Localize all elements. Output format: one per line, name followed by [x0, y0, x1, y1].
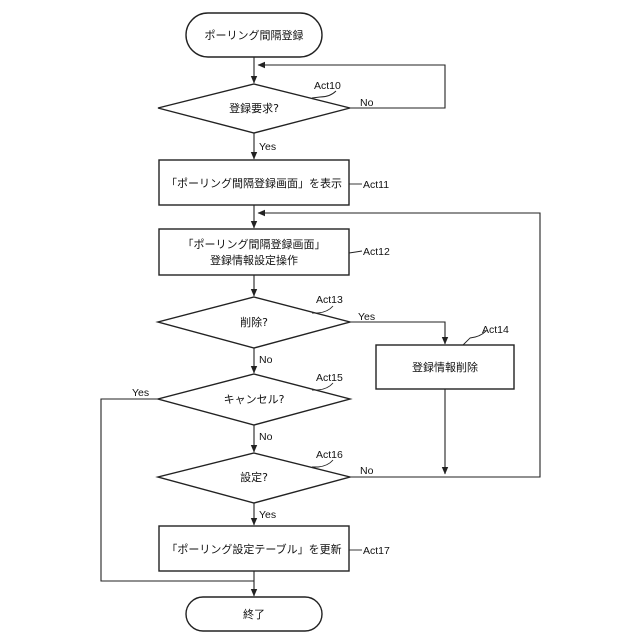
act13-label: 削除? [240, 315, 268, 329]
act15-yes-label: Yes [132, 387, 149, 399]
act11-step-label: Act11 [363, 179, 389, 191]
act10-leader [312, 91, 336, 98]
act11-label: 「ポーリング間隔登録画面」を表示 [166, 176, 342, 190]
start-label: ポーリング間隔登録 [205, 28, 304, 42]
act15-step-label: Act15 [316, 372, 343, 384]
act13-yes-label: Yes [358, 311, 375, 323]
act12-process [159, 229, 349, 275]
act12-label-line1: 「ポーリング間隔登録画面」 [183, 237, 326, 251]
act15-no-label: No [259, 431, 273, 443]
act14-step-label: Act14 [482, 324, 509, 336]
act15-leader [312, 383, 333, 390]
act12-label-line2: 登録情報設定操作 [210, 253, 298, 267]
act16-leader [312, 460, 333, 467]
act15-label: キャンセル? [224, 393, 285, 406]
act12-step-label: Act12 [363, 246, 390, 258]
act16-no-label: No [360, 465, 374, 477]
act17-label: 「ポーリング設定テーブル」を更新 [166, 542, 341, 556]
act13-no-label: No [259, 354, 273, 366]
act10-yes-label: Yes [259, 141, 276, 153]
act16-yes-label: Yes [259, 509, 276, 521]
act16-label: 設定? [240, 470, 268, 484]
end-label: 終了 [243, 607, 265, 621]
act10-label: 登録要求? [229, 101, 279, 115]
connector-act13-yes-act14 [350, 322, 445, 344]
act13-step-label: Act13 [316, 294, 343, 306]
act14-label: 登録情報削除 [412, 360, 478, 374]
act16-step-label: Act16 [316, 449, 343, 461]
act12-leader [349, 251, 362, 253]
act10-no-label: No [360, 97, 374, 109]
step-labels: Act10 Act11 Act12 Act13 Act14 Act15 Act1… [314, 80, 509, 557]
shapes [158, 13, 514, 631]
act17-step-label: Act17 [363, 545, 390, 557]
act13-leader [312, 306, 333, 313]
act10-step-label: Act10 [314, 80, 341, 92]
